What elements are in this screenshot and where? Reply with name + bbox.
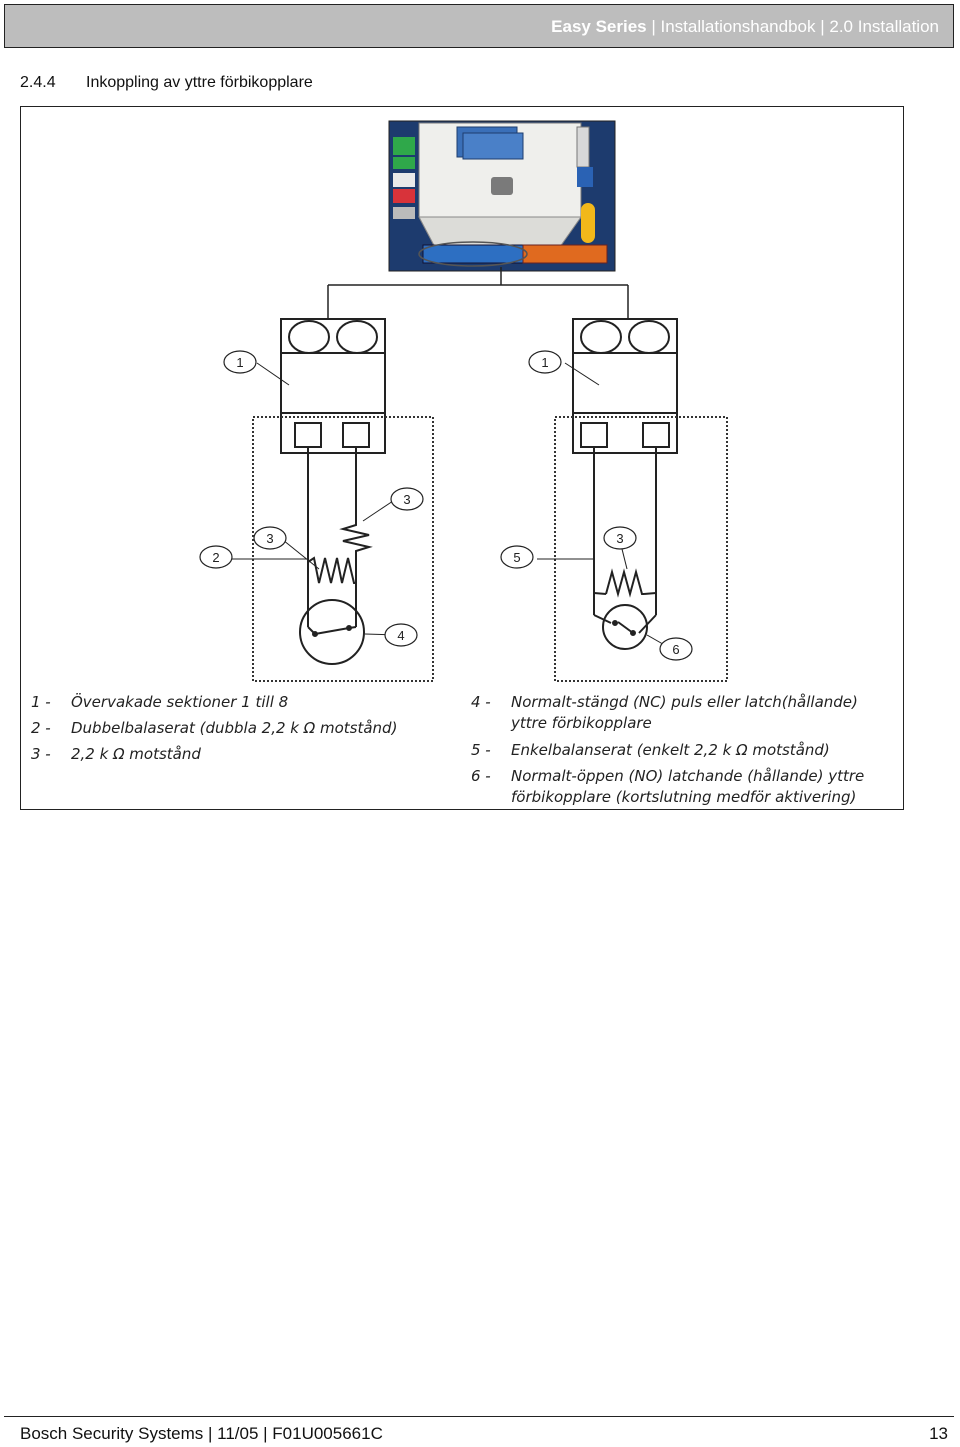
legend-text: Normalt-stängd (NC) puls eller latch(hål… — [511, 693, 858, 711]
left-loop-wiring — [299, 447, 373, 665]
callout-labels: 1 1 3 2 3 5 3 4 6 — [212, 355, 679, 657]
terminal-block-right — [572, 318, 678, 454]
callout-3-left: 3 — [266, 531, 273, 546]
switch-nc-left — [299, 599, 365, 665]
right-loop-wiring — [593, 447, 657, 650]
callout-5: 5 — [513, 550, 520, 565]
legend-key: 5 - — [471, 741, 491, 759]
callout-3-right: 3 — [616, 531, 623, 546]
resistor-left-top — [339, 517, 373, 559]
page-header: Easy Series | Installationshandbok | 2.0… — [4, 4, 954, 48]
callout-1-left: 1 — [236, 355, 243, 370]
legend-text: Normalt-öppen (NO) latchande (hållande) … — [511, 767, 865, 785]
section-heading: 2.4.4 Inkoppling av yttre förbikopplare — [20, 74, 313, 92]
resistor-right — [605, 568, 644, 598]
callout-3-top: 3 — [403, 492, 410, 507]
wiring-diagram: 1 1 3 2 3 5 3 4 6 — [199, 120, 728, 682]
header-breadcrumb: | Installationshandbok | 2.0 Installatio… — [646, 17, 939, 36]
enclosure-left — [252, 416, 434, 682]
section-title: Inkoppling av yttre förbikopplare — [86, 74, 313, 91]
legend-text: Övervakade sektioner 1 till 8 — [71, 693, 289, 711]
legend-key: 2 - — [31, 719, 51, 737]
callout-2: 2 — [212, 550, 219, 565]
terminal-block-left — [280, 318, 386, 454]
callout-4: 4 — [397, 628, 404, 643]
callout-leaders — [232, 362, 676, 652]
control-panel-board — [388, 120, 616, 272]
callout-6: 6 — [672, 642, 679, 657]
legend: 1 - Övervakade sektioner 1 till 8 2 - Du… — [31, 691, 891, 806]
page-number: 13 — [929, 1424, 948, 1443]
legend-text: Dubbelbalaserat (dubbla 2,2 k Ω motstånd… — [71, 719, 398, 737]
legend-key: 6 - — [471, 767, 491, 785]
legend-text-cont: förbikopplare (kortslutning medför aktiv… — [511, 788, 857, 806]
legend-key: 3 - — [31, 745, 51, 763]
legend-key: 1 - — [31, 693, 51, 711]
footer-info: Bosch Security Systems | 11/05 | F01U005… — [20, 1424, 383, 1443]
connection-lines — [327, 267, 629, 319]
switch-no-right — [602, 604, 648, 650]
legend-text: 2,2 k Ω motstånd — [71, 745, 201, 763]
enclosure-right — [554, 416, 728, 682]
section-number: 2.4.4 — [20, 74, 56, 91]
legend-text: Enkelbalanserat (enkelt 2,2 k Ω motstånd… — [511, 741, 830, 759]
callout-circles — [199, 350, 693, 661]
callout-1-right: 1 — [541, 355, 548, 370]
header-text: Easy Series | Installationshandbok | 2.0… — [551, 17, 939, 37]
resistor-left-bottom — [307, 556, 356, 584]
page-footer: Bosch Security Systems | 11/05 | F01U005… — [4, 1416, 954, 1447]
header-series: Easy Series — [551, 17, 647, 36]
wiring-figure: 1 1 3 2 3 5 3 4 6 1 - Övervakade sektion… — [20, 106, 904, 810]
legend-text-cont: yttre förbikopplare — [511, 714, 652, 732]
legend-key: 4 - — [471, 693, 491, 711]
